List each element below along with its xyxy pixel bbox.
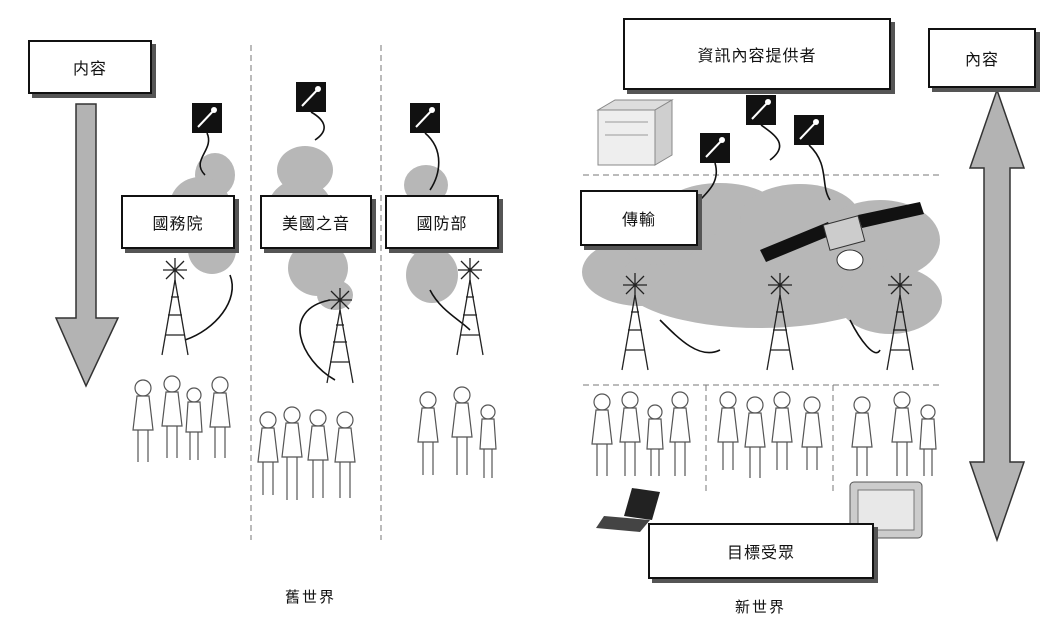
state-department-label: 國務院 [121, 195, 235, 249]
down-arrow-icon [54, 103, 120, 388]
crowd-icon [132, 375, 231, 462]
wire-line [699, 162, 718, 201]
wire-line [760, 124, 781, 161]
wire-line [310, 111, 325, 141]
defense-department-label: 國防部 [385, 195, 499, 249]
radio-tower-icon [456, 258, 484, 356]
radio-tower-icon [161, 258, 189, 356]
wire-line [184, 274, 233, 341]
crowd-icon [257, 406, 356, 500]
crowd-icon [591, 391, 691, 476]
old-content-label: 内容 [28, 40, 152, 94]
wire-line [849, 319, 881, 354]
new-world-caption: 新世界 [735, 598, 787, 616]
transport-label: 傳輸 [580, 190, 698, 246]
server-icon [596, 99, 674, 166]
double-arrow-icon [968, 87, 1026, 543]
laptop-icon [596, 488, 660, 532]
wire-line [299, 299, 336, 381]
new-content-label: 內容 [928, 28, 1036, 88]
wire-line [424, 132, 440, 191]
microphone-icon [794, 115, 824, 145]
wire-line [808, 144, 831, 201]
microphone-icon [700, 133, 730, 163]
radio-tower-icon [621, 273, 649, 371]
microphone-icon [746, 95, 776, 125]
crowd-icon [717, 391, 823, 478]
crowd-icon [417, 386, 497, 478]
target-audience-label: 目標受眾 [648, 523, 874, 579]
microphone-icon [410, 103, 440, 133]
voice-of-america-label: 美國之音 [260, 195, 372, 249]
crowd-icon [851, 391, 937, 476]
radio-tower-icon [766, 273, 794, 371]
wire-line [429, 289, 471, 331]
satellite-icon [760, 202, 924, 271]
microphone-icon [192, 103, 222, 133]
microphone-icon [296, 82, 326, 112]
content-provider-label: 資訊內容提供者 [623, 18, 891, 90]
radio-tower-icon [326, 288, 354, 384]
radio-tower-icon [886, 273, 914, 371]
wire-line [199, 132, 210, 176]
wire-line [659, 319, 721, 354]
old-world-caption: 舊世界 [285, 588, 337, 606]
